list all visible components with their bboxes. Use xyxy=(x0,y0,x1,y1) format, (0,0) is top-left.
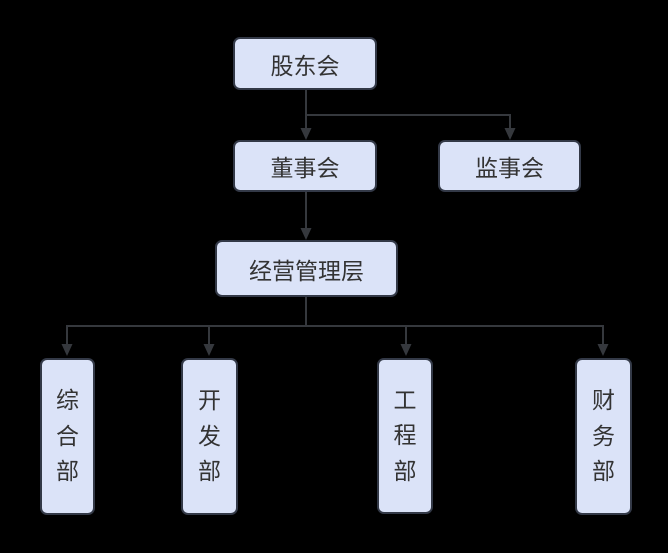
node-label: 股东会 xyxy=(270,52,340,79)
node-label: 开发部 xyxy=(198,387,221,485)
node-management-layer: 经营管理层 xyxy=(215,240,398,297)
node-development-dept: 开发部 xyxy=(181,358,238,515)
node-label: 财务部 xyxy=(592,387,615,485)
edge-shareholders-supervisory xyxy=(305,114,516,140)
node-label: 董事会 xyxy=(270,155,340,181)
node-general-dept: 综合部 xyxy=(40,358,95,515)
edge-shareholders-board xyxy=(300,90,312,140)
node-label: 经营管理层 xyxy=(249,257,364,284)
node-label: 监事会 xyxy=(475,155,544,181)
node-supervisory-board: 监事会 xyxy=(438,140,581,192)
node-finance-dept: 财务部 xyxy=(575,358,632,515)
node-shareholders: 股东会 xyxy=(233,37,377,90)
node-label: 工程部 xyxy=(393,386,417,484)
node-engineering-dept: 工程部 xyxy=(377,358,433,514)
node-label: 综合部 xyxy=(56,387,79,485)
node-board-of-directors: 董事会 xyxy=(233,140,377,192)
edge-management-departments xyxy=(61,297,609,356)
edge-board-management xyxy=(300,192,312,240)
